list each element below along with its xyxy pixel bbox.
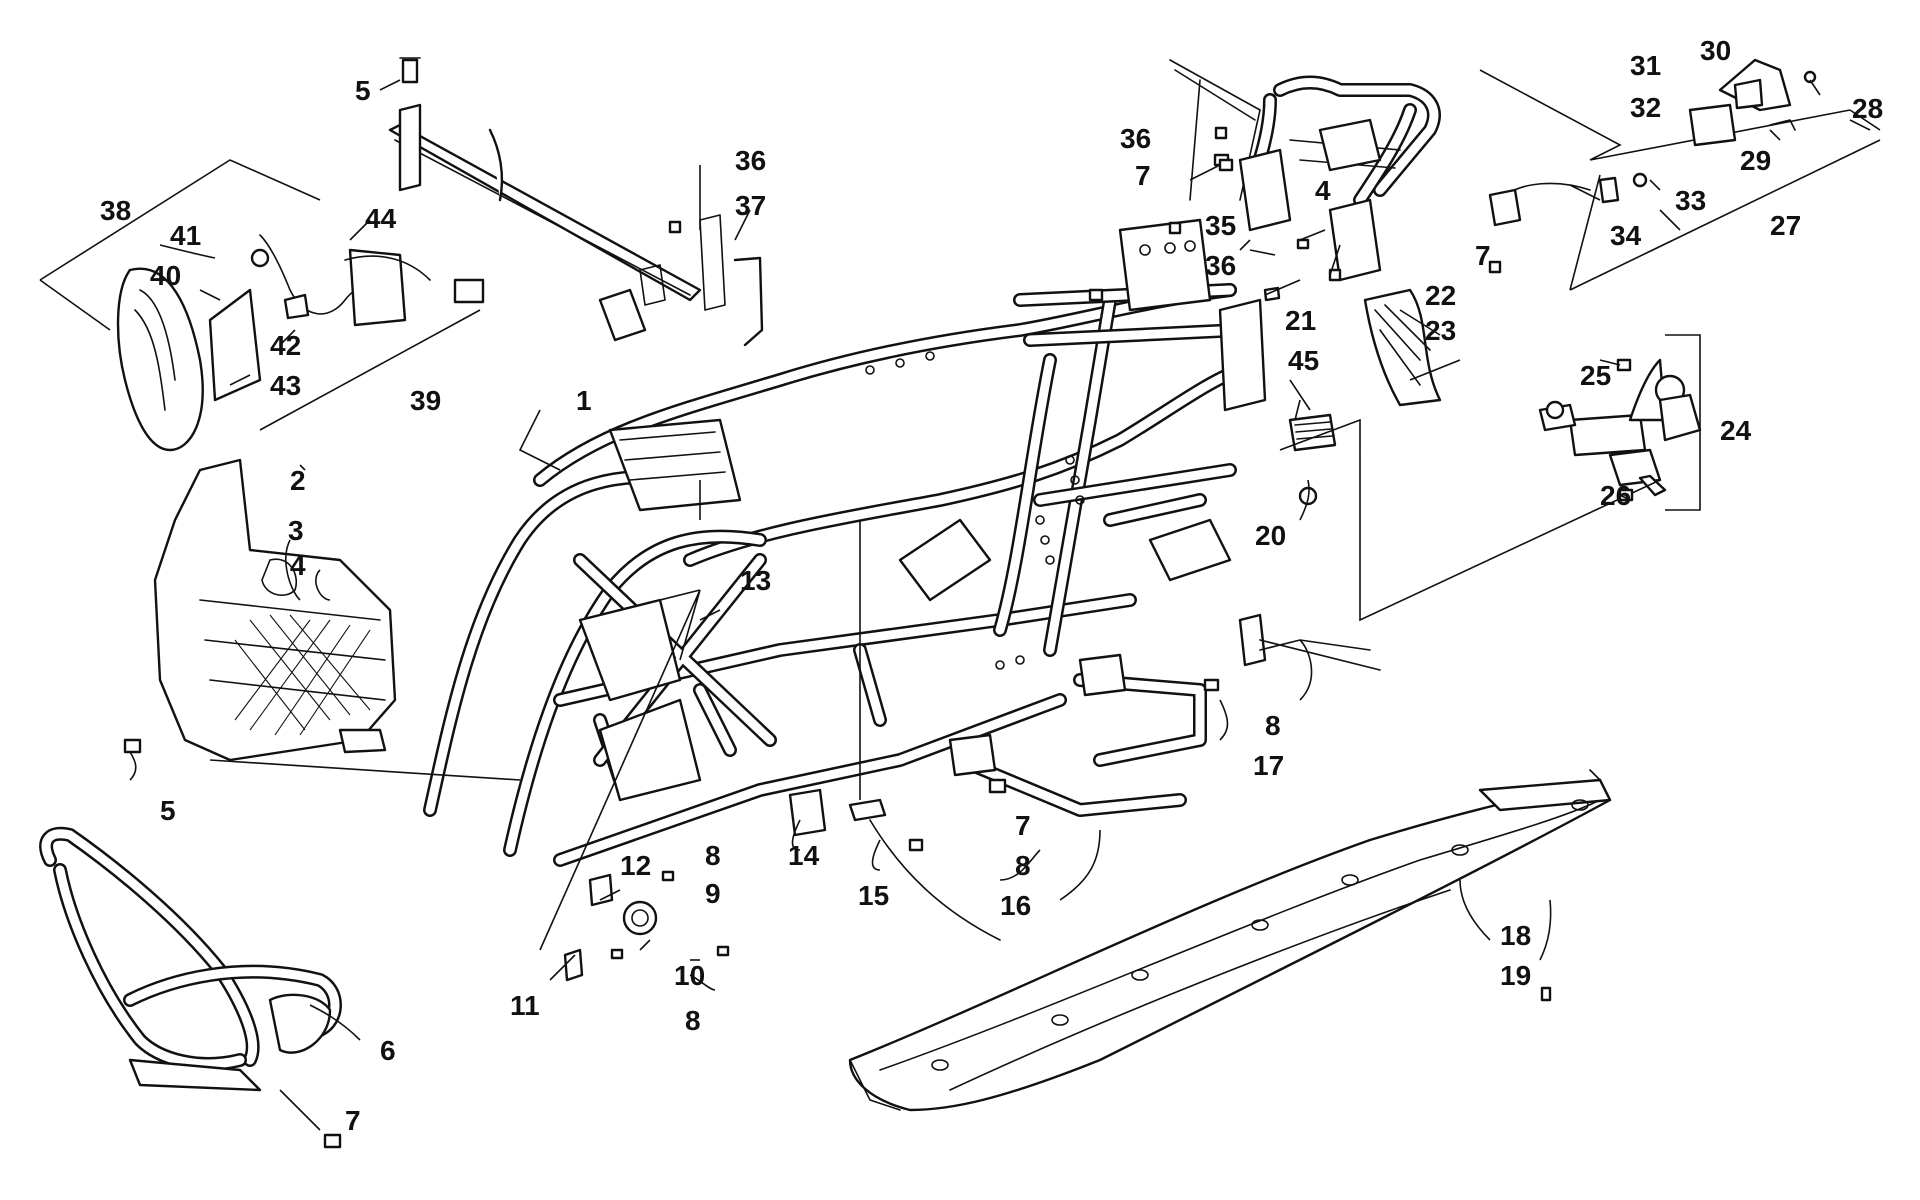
callout-11: 11 bbox=[510, 990, 540, 1021]
callout-labels: 1 2 3 4 4 5 5 6 7 7 7 7 8 8 8 8 9 10 11 … bbox=[100, 35, 1883, 1136]
callout-42: 42 bbox=[270, 330, 301, 361]
callout-8: 8 bbox=[685, 1005, 701, 1036]
callout-36: 36 bbox=[1120, 123, 1151, 154]
side-footrest bbox=[948, 653, 1207, 817]
callout-3: 3 bbox=[288, 515, 304, 546]
callout-37: 37 bbox=[735, 190, 766, 221]
callout-39: 39 bbox=[410, 385, 441, 416]
callout-27: 27 bbox=[1770, 210, 1801, 241]
callout-6: 6 bbox=[380, 1035, 396, 1066]
main-frame bbox=[423, 218, 1267, 867]
callout-20: 20 bbox=[1255, 520, 1286, 551]
callout-9: 9 bbox=[705, 878, 721, 909]
callout-8: 8 bbox=[705, 840, 721, 871]
callout-34: 34 bbox=[1610, 220, 1642, 251]
callout-31: 31 bbox=[1630, 50, 1661, 81]
callout-25: 25 bbox=[1580, 360, 1611, 391]
callout-44: 44 bbox=[365, 203, 397, 234]
callout-16: 16 bbox=[1000, 890, 1031, 921]
small-parts bbox=[123, 126, 1634, 1149]
callout-8: 8 bbox=[1265, 710, 1281, 741]
rear-rack bbox=[1169, 59, 1441, 282]
front-bumper bbox=[39, 826, 342, 1092]
callout-26: 26 bbox=[1600, 480, 1631, 511]
callout-17: 17 bbox=[1253, 750, 1284, 781]
callout-45: 45 bbox=[1288, 345, 1319, 376]
hitch-group bbox=[1279, 288, 1702, 622]
callout-22: 22 bbox=[1425, 280, 1456, 311]
callout-36: 36 bbox=[735, 145, 766, 176]
callout-5: 5 bbox=[355, 75, 371, 106]
callout-13: 13 bbox=[740, 565, 771, 596]
callout-19: 19 bbox=[1500, 960, 1531, 991]
callout-40: 40 bbox=[150, 260, 181, 291]
callout-15: 15 bbox=[858, 880, 889, 911]
callout-33: 33 bbox=[1675, 185, 1706, 216]
leader-lines bbox=[129, 79, 1871, 1131]
callout-4: 4 bbox=[290, 550, 306, 581]
callout-5: 5 bbox=[160, 795, 176, 826]
callout-12: 12 bbox=[620, 850, 651, 881]
callout-1: 1 bbox=[576, 385, 592, 416]
callout-21: 21 bbox=[1285, 305, 1316, 336]
callout-2: 2 bbox=[290, 465, 306, 496]
callout-7: 7 bbox=[1135, 160, 1151, 191]
callout-35: 35 bbox=[1205, 210, 1236, 241]
callout-29: 29 bbox=[1740, 145, 1771, 176]
callout-8: 8 bbox=[1015, 850, 1031, 881]
callout-7: 7 bbox=[345, 1105, 361, 1136]
callout-18: 18 bbox=[1500, 920, 1531, 951]
callout-4: 4 bbox=[1315, 175, 1331, 206]
callout-28: 28 bbox=[1852, 93, 1883, 124]
tail-light-group bbox=[1479, 58, 1881, 291]
front-bracket-bar bbox=[388, 57, 764, 347]
callout-24: 24 bbox=[1720, 415, 1752, 446]
callout-14: 14 bbox=[788, 840, 820, 871]
headlight-shroud bbox=[153, 458, 397, 762]
callout-43: 43 bbox=[270, 370, 301, 401]
callout-41: 41 bbox=[170, 220, 201, 251]
callout-7: 7 bbox=[1475, 240, 1491, 271]
callout-7: 7 bbox=[1015, 810, 1031, 841]
callout-32: 32 bbox=[1630, 92, 1661, 123]
callout-30: 30 bbox=[1700, 35, 1731, 66]
callout-10: 10 bbox=[674, 960, 705, 991]
callout-38: 38 bbox=[100, 195, 131, 226]
skid-plate bbox=[848, 769, 1612, 1112]
callout-23: 23 bbox=[1425, 315, 1456, 346]
callout-36: 36 bbox=[1205, 250, 1236, 281]
headlight-group bbox=[39, 159, 485, 452]
